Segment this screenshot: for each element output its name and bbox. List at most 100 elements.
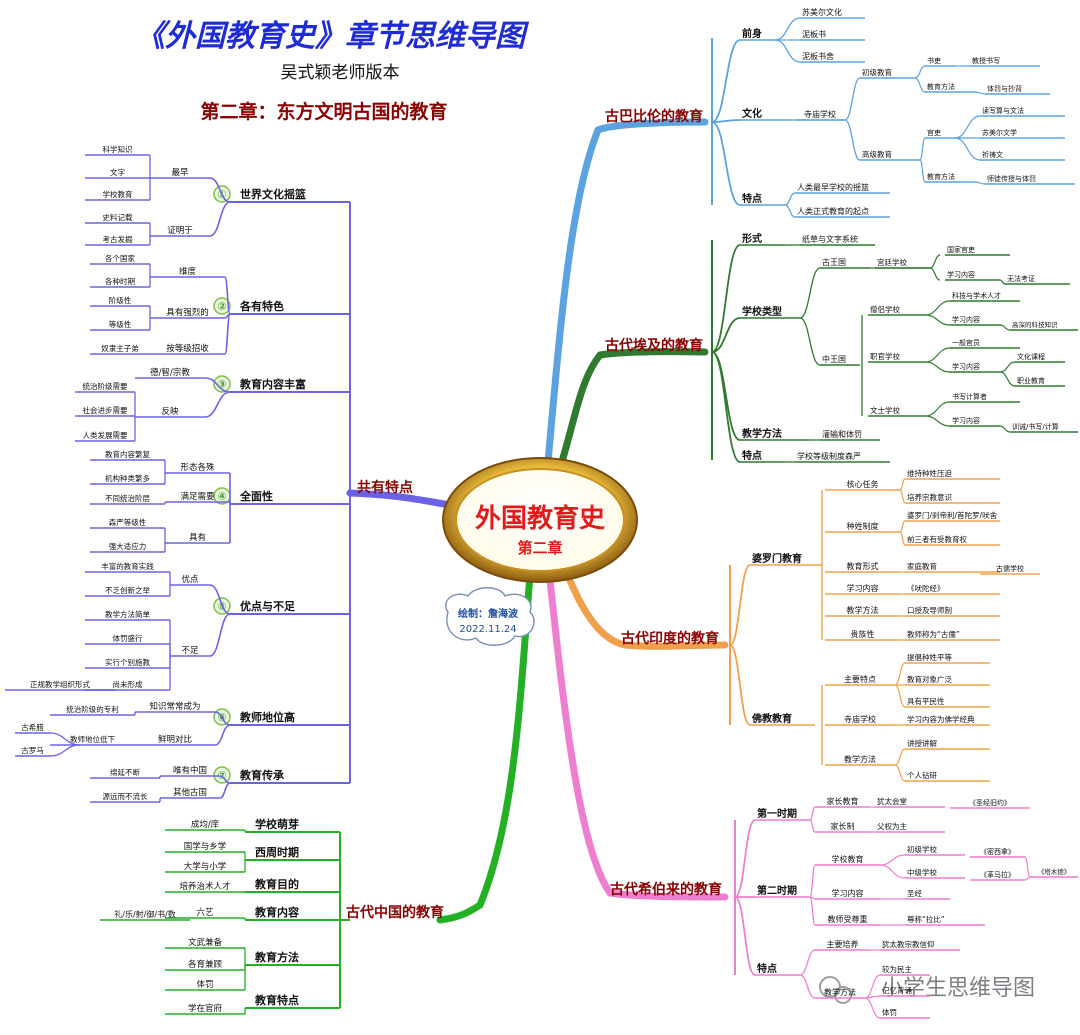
leaf-node[interactable]: 维持种姓压迫	[907, 468, 952, 478]
egypt-xingshi[interactable]: 形式	[742, 232, 762, 245]
leaf-node[interactable]: 教师地位低下	[70, 734, 115, 744]
sub-node[interactable]: 学校教育	[832, 854, 864, 864]
leaf-node[interactable]: 前三者有受教育权	[907, 534, 967, 544]
leaf-node-extra[interactable]: 《密西拿》	[980, 847, 1015, 856]
sub-node[interactable]: 家长制	[831, 821, 855, 831]
leaf-node[interactable]: 学习内容	[952, 362, 980, 371]
leaf-node[interactable]: 个人钻研	[907, 770, 937, 780]
leaf-node-extra[interactable]: 古儒学校	[996, 564, 1024, 573]
sub-node[interactable]: 高级教育	[862, 149, 892, 159]
leaf-node[interactable]: 学习内容	[952, 416, 980, 425]
leaf-node[interactable]: 大学与小学	[184, 861, 227, 872]
leaf-node[interactable]: 训诫/书写/计算	[1012, 422, 1059, 431]
leaf-node[interactable]: 《吠陀经》	[907, 583, 945, 593]
leaf-node[interactable]: 学习内容为佛学经典	[907, 714, 975, 724]
hebrew-tedian[interactable]: 特点	[757, 962, 777, 975]
common-item-6[interactable]: 教师地位高	[239, 710, 295, 724]
common-item-4[interactable]: 全面性	[239, 489, 273, 503]
sub-node[interactable]: 教学方法	[824, 987, 856, 997]
leaf-node[interactable]: 统治阶级的专利	[66, 704, 119, 714]
leaf-node[interactable]: 灌输和体罚	[822, 429, 862, 439]
leaf-node[interactable]: 职业教育	[1017, 376, 1045, 385]
sub-node[interactable]: 学习内容	[847, 583, 879, 593]
sub-node[interactable]: 僧侣学校	[870, 304, 900, 314]
leaf-node[interactable]: 等级性	[109, 319, 132, 329]
leaf-node[interactable]: 不同统治阶层	[105, 493, 150, 503]
leaf-node[interactable]: 泥板书舍	[802, 51, 834, 61]
sub-node[interactable]: 具有强烈的	[166, 307, 209, 318]
leaf-node-extra[interactable]: 正规教学组织形式	[30, 679, 90, 689]
leaf-node[interactable]: 奴隶主子弟	[101, 343, 139, 353]
leaf-node-extra[interactable]: 《塔木德》	[1038, 867, 1071, 876]
sub-node[interactable]: 最早	[171, 168, 189, 178]
common-item-2[interactable]: 各有特色	[239, 299, 284, 313]
leaf-node[interactable]: 社会进步需要	[83, 405, 128, 415]
common-item-1[interactable]: 世界文化摇篮	[240, 187, 306, 201]
leaf-node[interactable]: 师徒传授与体罚	[987, 174, 1036, 183]
sub-node[interactable]: 优点	[181, 574, 199, 585]
sub-node[interactable]: 反映	[161, 406, 179, 417]
sub-node[interactable]: 家长教育	[827, 796, 859, 806]
sub-node[interactable]: 维度	[179, 266, 197, 277]
sub-node[interactable]: 教师受尊重	[828, 914, 868, 924]
leaf-node-extra[interactable]: 《圣经旧约》	[969, 798, 1011, 807]
leaf-node[interactable]: 体罚与抄背	[987, 84, 1022, 93]
leaf-node[interactable]: 祈祷文	[982, 150, 1003, 159]
sub-node[interactable]: 教学方法	[844, 754, 876, 764]
leaf-node-extra[interactable]: 古罗马	[21, 745, 44, 755]
leaf-node[interactable]: 科技与学术人才	[952, 291, 1001, 300]
leaf-node[interactable]: 犹太教宗教信仰	[882, 939, 935, 949]
sub-node[interactable]: 按等级招收	[166, 343, 209, 354]
leaf-node[interactable]: 犹太会堂	[877, 796, 907, 806]
leaf-node[interactable]: 强大适应力	[109, 541, 147, 551]
sub-node[interactable]: 证明于	[167, 226, 193, 236]
leaf-node[interactable]: 不乏创新之举	[105, 585, 150, 595]
egypt-method[interactable]: 教学方法	[741, 427, 782, 440]
babylon-qianshen[interactable]: 前身	[742, 27, 762, 40]
leaf-node[interactable]: 各个国家	[105, 253, 135, 263]
sub-node[interactable]: 种姓制度	[847, 521, 879, 531]
leaf-node[interactable]: 学校等级制度森严	[797, 451, 861, 461]
leaf-node[interactable]: 绵延不断	[110, 767, 140, 777]
leaf-node[interactable]: 书吏	[927, 56, 941, 65]
sub-node[interactable]: 唯有中国	[173, 765, 207, 776]
leaf-node[interactable]: 讲授讲解	[907, 738, 937, 748]
branch-egypt-label[interactable]: 古代埃及的教育	[605, 337, 703, 354]
sub-node[interactable]: 不足	[181, 646, 199, 656]
leaf-node[interactable]: 统治阶级需要	[83, 381, 128, 391]
leaf-node[interactable]: 文武兼备	[188, 937, 223, 948]
leaf-node[interactable]: 文字	[110, 167, 125, 177]
sub-node[interactable]: 中王国	[822, 354, 846, 364]
leaf-node[interactable]: 人类正式教育的起点	[797, 206, 869, 216]
sub-node[interactable]: 教育形式	[847, 561, 879, 571]
leaf-node[interactable]: 尊称“拉比”	[907, 914, 945, 924]
leaf-node[interactable]: 纸草与文字系统	[802, 234, 858, 244]
leaf-node[interactable]: 具有平民性	[907, 696, 945, 706]
leaf-node[interactable]: 体罚	[196, 979, 213, 990]
leaf-node[interactable]: 家庭教育	[907, 561, 937, 571]
sub-node[interactable]: 职官学校	[870, 351, 900, 361]
leaf-node[interactable]: 教授书写	[972, 56, 1000, 65]
leaf-node[interactable]: 记忆背诵	[882, 985, 912, 995]
china-item-1[interactable]: 学校萌芽	[255, 817, 299, 831]
leaf-node[interactable]: 苏美尔文学	[982, 128, 1017, 137]
china-item-5[interactable]: 教育方法	[254, 950, 299, 964]
leaf-node[interactable]: 教育方法	[927, 172, 955, 181]
china-item-3[interactable]: 教育目的	[254, 877, 299, 891]
leaf-node[interactable]: 较为民主	[882, 964, 912, 974]
common-item-7[interactable]: 教育传承	[239, 768, 285, 782]
leaf-node[interactable]: 文化课程	[1017, 352, 1045, 361]
babylon-wenhua[interactable]: 文化	[742, 107, 762, 120]
leaf-node[interactable]: 父权为主	[877, 821, 907, 831]
leaf-node[interactable]: 科学知识	[103, 144, 133, 154]
leaf-node[interactable]: 人类最早学校的摇篮	[797, 182, 869, 192]
leaf-node[interactable]: 初级学校	[907, 844, 937, 854]
leaf-node[interactable]: 一般官员	[952, 338, 980, 347]
sub-node[interactable]: 古王国	[822, 257, 846, 267]
leaf-node[interactable]: 教育方法	[927, 82, 955, 91]
china-item-6[interactable]: 教育特点	[254, 993, 299, 1007]
common-item-5[interactable]: 优点与不足	[240, 599, 296, 613]
china-item-2[interactable]: 西周时期	[255, 845, 299, 859]
leaf-node[interactable]: 官吏	[927, 128, 941, 137]
leaf-node-extra[interactable]: 礼/乐/射/御/书/数	[114, 909, 175, 919]
